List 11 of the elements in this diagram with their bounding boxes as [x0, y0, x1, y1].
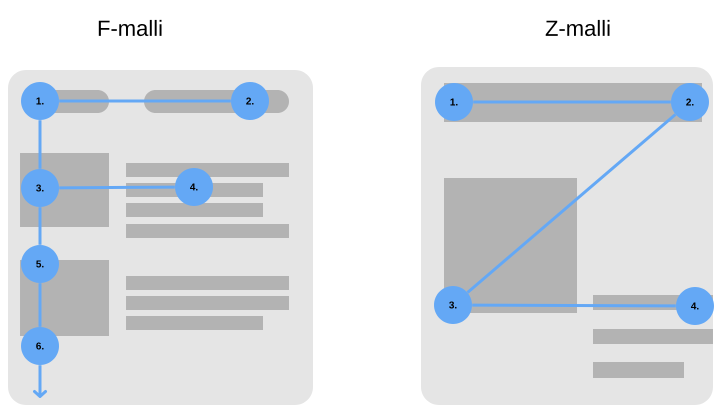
- arrow: [33, 365, 48, 398]
- heading: F-malli: [98, 20, 162, 36]
- connector-line: [59, 100, 231, 102]
- connector-line: [466, 113, 676, 294]
- connector-line: [473, 100, 671, 104]
- connector-line: [38, 120, 42, 169]
- heading: Z-malli: [546, 20, 610, 36]
- connector-line: [38, 283, 42, 327]
- connector-line: [38, 207, 42, 245]
- connector-line: [59, 186, 175, 190]
- connector-line: [472, 304, 676, 308]
